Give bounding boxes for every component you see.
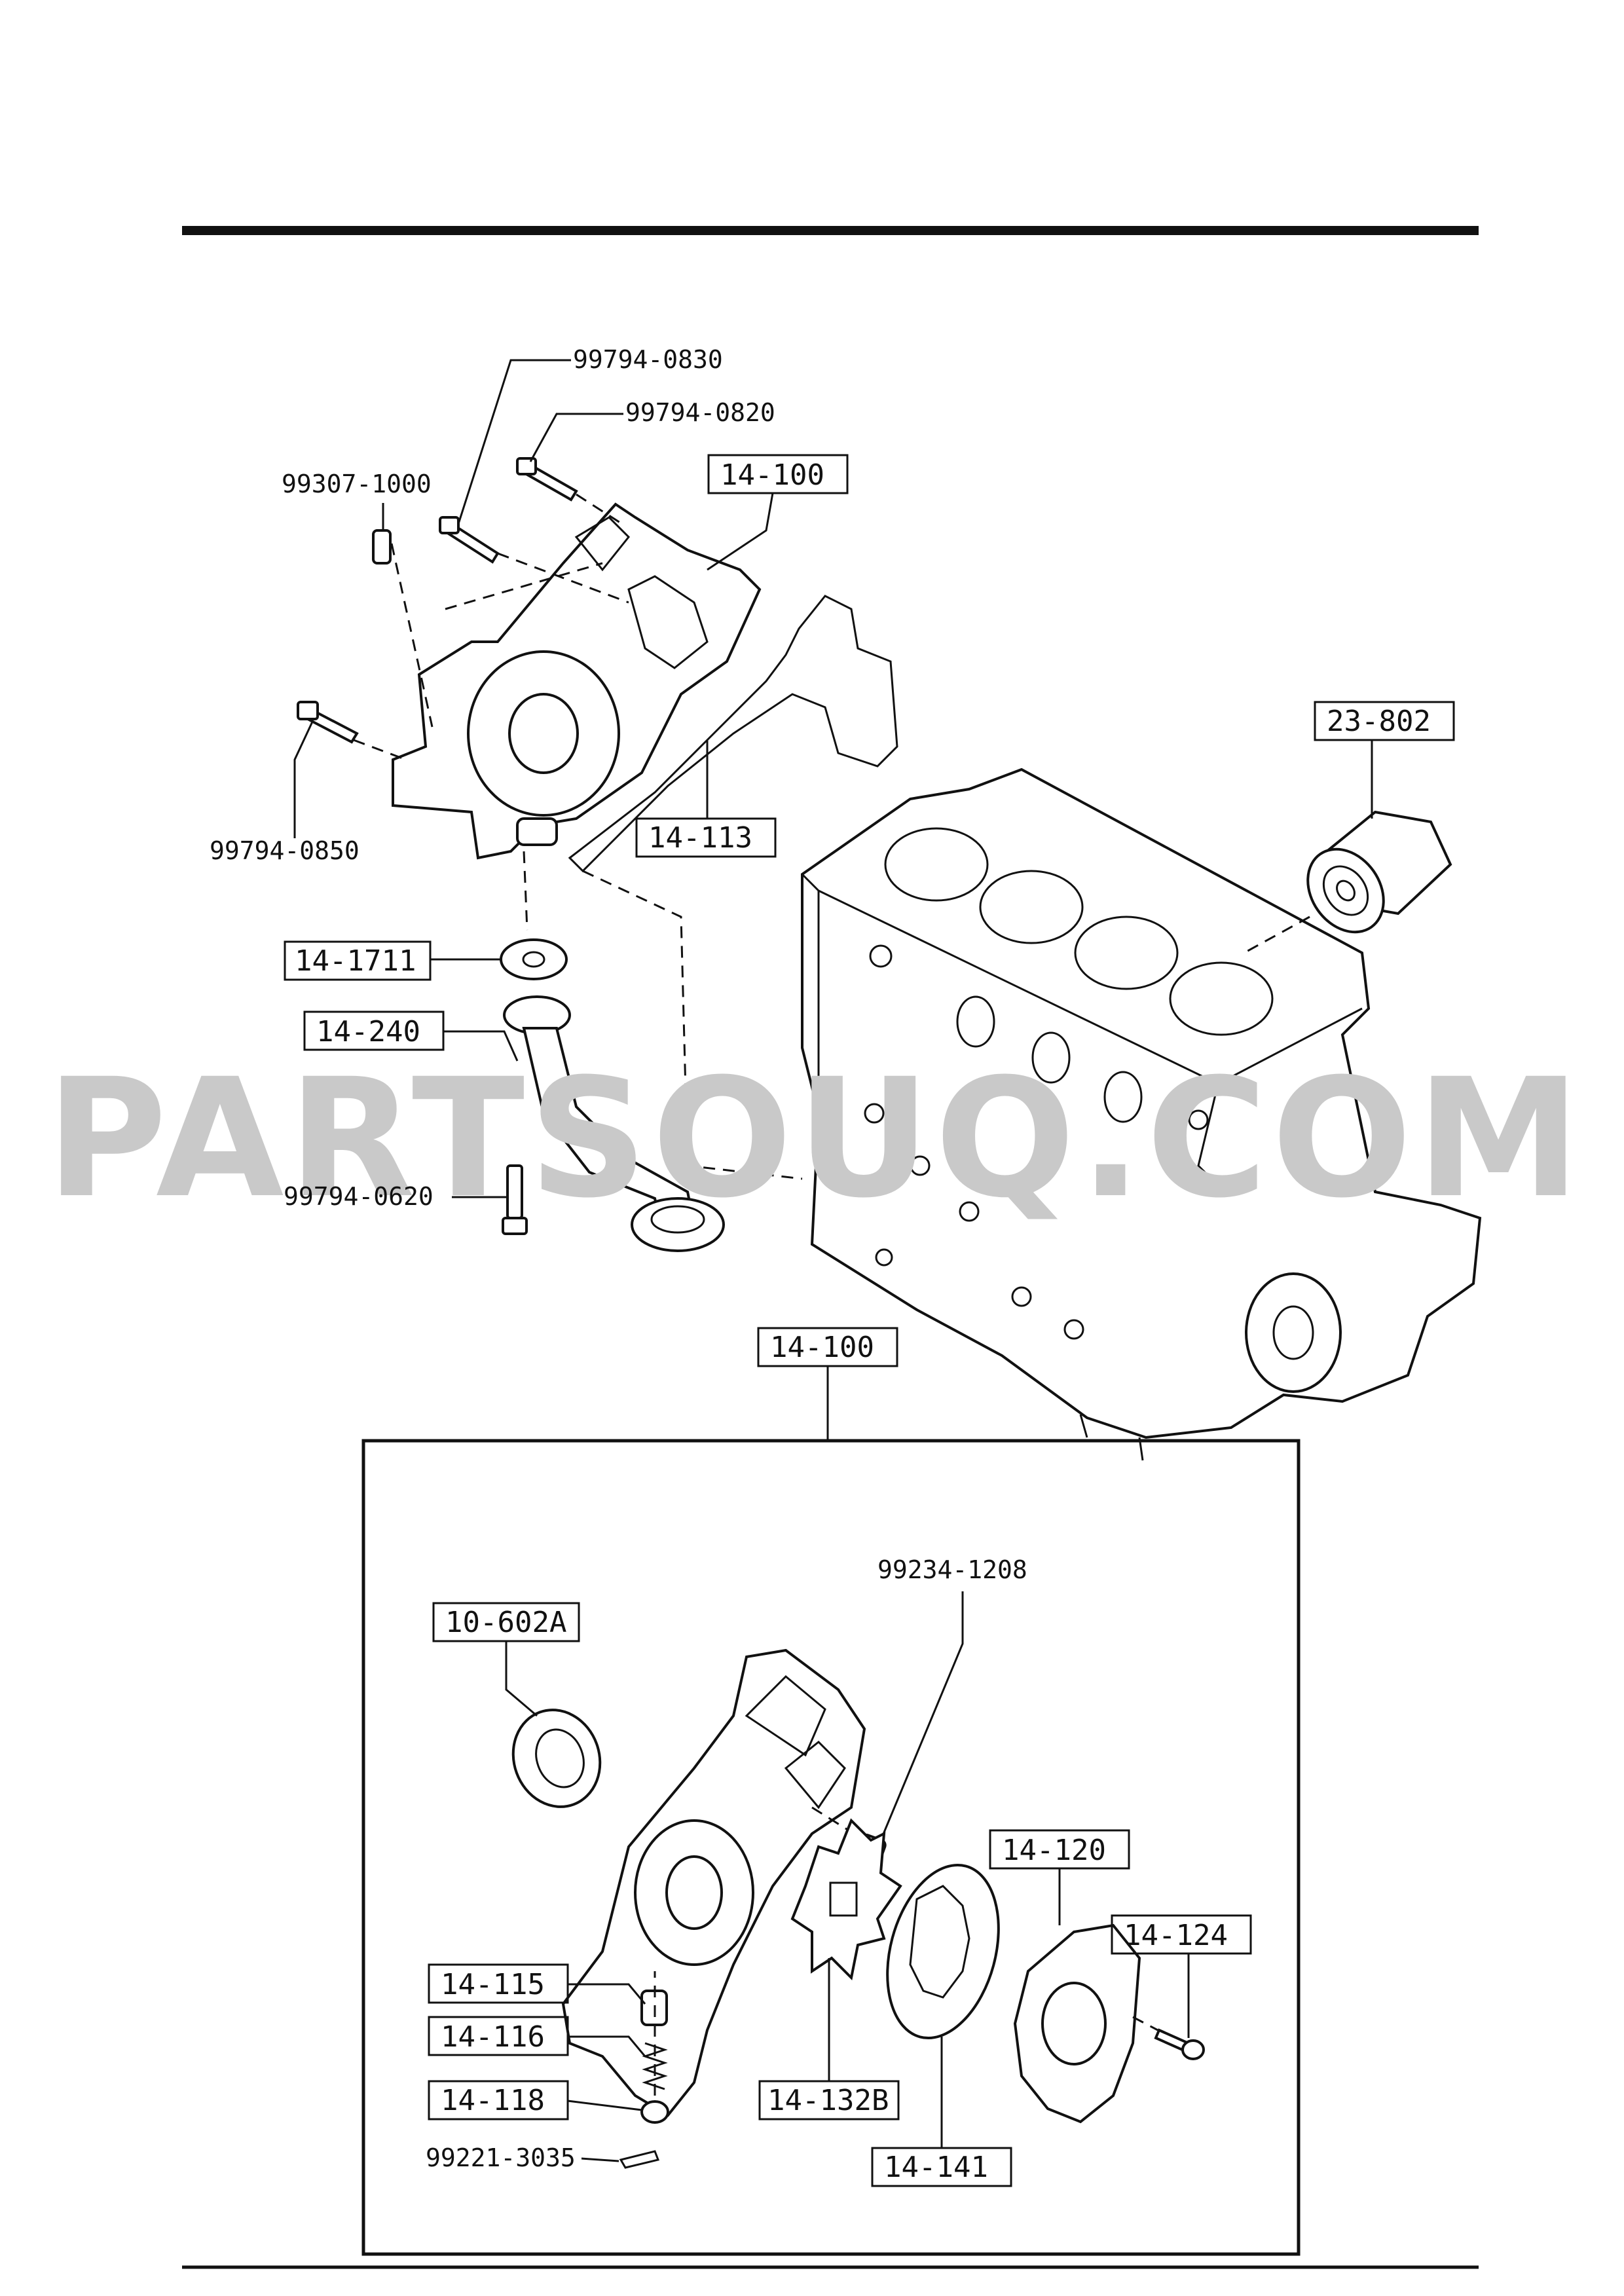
plug-part [640, 2100, 669, 2124]
label-14-141: 14-141 [884, 2151, 988, 2184]
label-14-240: 14-240 [316, 1015, 420, 1048]
bolt-99794-0850 [297, 701, 359, 744]
label-14-120: 14-120 [1002, 1834, 1106, 1867]
oil-pump-top [392, 502, 762, 860]
label-14-113: 14-113 [648, 821, 752, 855]
outer-rotor-part [886, 1863, 1000, 2040]
bolt-99794-0830 [439, 516, 500, 564]
label-14-115: 14-115 [441, 1968, 545, 2001]
label-23-802: 23-802 [1327, 705, 1431, 738]
label-99794-0620: 99794-0620 [284, 1182, 434, 1211]
label-14-116: 14-116 [441, 2020, 545, 2054]
watermark-text: PARTSOUQ.COM [46, 1043, 1585, 1234]
label-99234-1208: 99234-1208 [877, 1555, 1027, 1584]
label-99794-0850: 99794-0850 [210, 836, 360, 865]
oil-pump-body-detail [561, 1648, 866, 2117]
label-14-132B: 14-132B [767, 2084, 889, 2117]
strainer-part [503, 995, 725, 1252]
oil-seal-part [511, 1709, 602, 1808]
label-99794-0820: 99794-0820 [625, 398, 775, 427]
label-14-1711: 14-1711 [295, 944, 416, 978]
engine-block [801, 768, 1482, 1461]
label-99794-0830: 99794-0830 [573, 345, 723, 374]
label-14-124: 14-124 [1124, 1919, 1228, 1952]
bolt-99794-0820 [516, 457, 578, 502]
label-99221-3035: 99221-3035 [426, 2143, 576, 2172]
bolt-99794-0620 [502, 1164, 528, 1235]
label-10-602A: 10-602A [445, 1606, 566, 1639]
pump-cover-part [1013, 1923, 1141, 2124]
label-14-100-detail: 14-100 [770, 1331, 874, 1364]
oil-pump-gasket [568, 595, 898, 873]
detail-box [361, 1439, 1301, 2256]
pin-part [372, 529, 392, 565]
label-14-100-top: 14-100 [720, 458, 824, 492]
label-99307-1000: 99307-1000 [282, 470, 432, 498]
inner-rotor-part [790, 1818, 902, 1981]
screw-part [1154, 2028, 1205, 2060]
oil-filter [1244, 810, 1452, 954]
strainer-gasket-part [500, 938, 568, 980]
label-14-118: 14-118 [441, 2084, 545, 2117]
cotter-pin-part [619, 2150, 660, 2169]
